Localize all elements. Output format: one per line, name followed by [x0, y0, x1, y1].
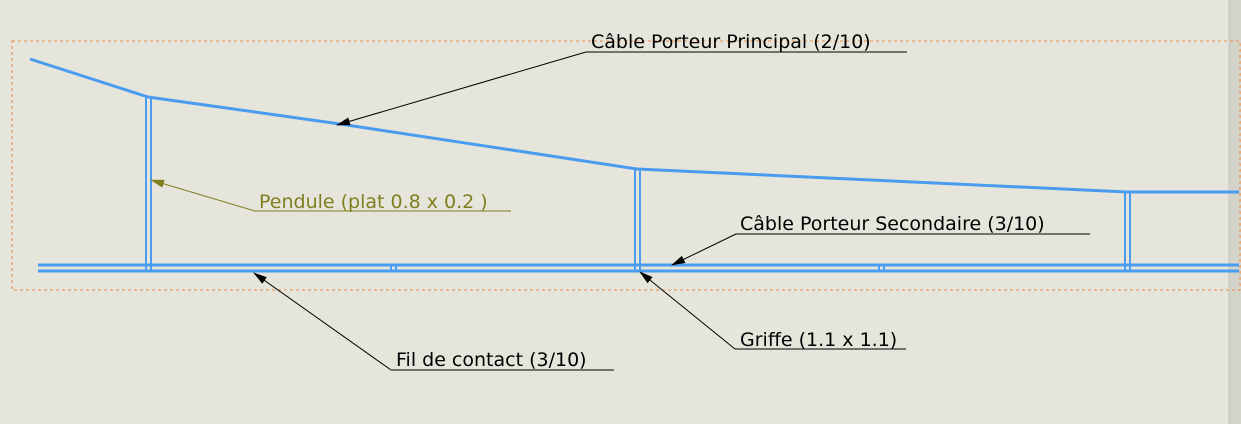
view-boundary-frame [11, 40, 1241, 291]
clamp-2 [878, 265, 885, 271]
label-cable-principal: Câble Porteur Principal (2/10) [591, 31, 871, 53]
callout-cable-principal[interactable]: Câble Porteur Principal (2/10) [336, 31, 907, 126]
callout-cable-secondaire[interactable]: Câble Porteur Secondaire (3/10) [671, 213, 1090, 266]
clamp-1 [390, 265, 397, 271]
main-carrier-cable [29, 57, 1239, 194]
dropper-3 [1124, 192, 1131, 272]
label-fil-contact: Fil de contact (3/10) [396, 349, 587, 371]
scrollbar-strip[interactable] [1229, 0, 1241, 424]
callout-fil-contact[interactable]: Fil de contact (3/10) [253, 272, 614, 371]
label-griffe: Griffe (1.1 x 1.1) [740, 329, 897, 351]
callout-pendule[interactable]: Pendule (plat 0.8 x 0.2 ) [150, 179, 511, 213]
dropper-2 [634, 169, 641, 272]
label-cable-secondaire: Câble Porteur Secondaire (3/10) [740, 213, 1045, 235]
dropper-1 [145, 97, 152, 272]
label-pendule: Pendule (plat 0.8 x 0.2 ) [259, 191, 488, 213]
callout-griffe[interactable]: Griffe (1.1 x 1.1) [639, 271, 906, 351]
